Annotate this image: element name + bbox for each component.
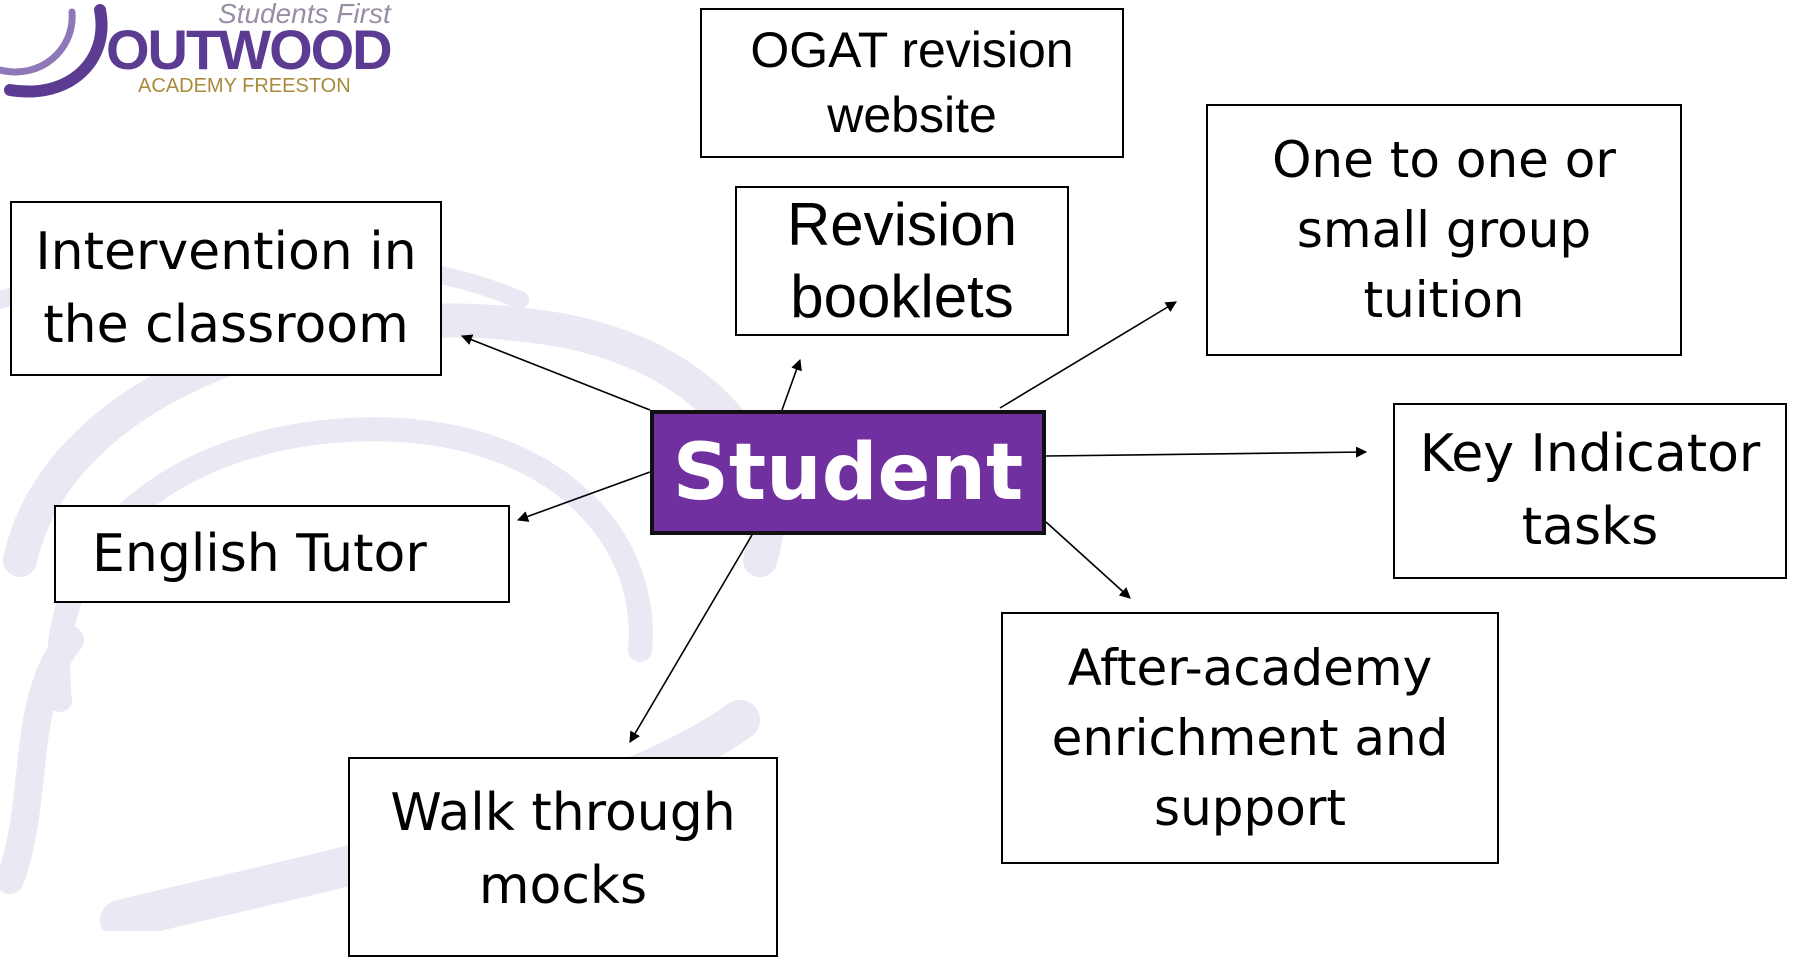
intervention-box: Intervention in the classroom: [10, 201, 442, 376]
arrow-to-after-academy: [1045, 521, 1131, 599]
arrow-to-english-tutor: [516, 471, 651, 522]
arrow-to-booklets: [781, 358, 802, 411]
walk-through-mocks-box: Walk through mocks: [348, 757, 778, 957]
revision-booklets-box: Revision booklets: [735, 186, 1069, 336]
academy-logo: Students First OUTWOOD ACADEMY FREESTON: [0, 0, 400, 100]
logo-subname: ACADEMY FREESTON: [138, 75, 351, 97]
after-academy-box: After-academy enrichment and support: [1001, 612, 1499, 864]
arrow-to-intervention: [460, 334, 651, 411]
english-tutor-box: English Tutor: [54, 505, 510, 603]
ogat-revision-website-box: OGAT revision website: [700, 8, 1124, 158]
arrow-to-tuition: [999, 301, 1177, 409]
logo-name: OUTWOOD: [106, 18, 393, 81]
key-indicator-box: Key Indicator tasks: [1393, 403, 1787, 579]
tuition-box: One to one or small group tuition: [1206, 104, 1682, 356]
logo-tagline: Students First: [218, 0, 391, 29]
connector-arrows: [460, 301, 1368, 743]
logo-swoosh-icon: [0, 4, 108, 98]
arrow-to-walk-through: [629, 534, 753, 743]
student-node: Student: [650, 410, 1046, 535]
arrow-to-key-indicator: [1045, 446, 1368, 458]
